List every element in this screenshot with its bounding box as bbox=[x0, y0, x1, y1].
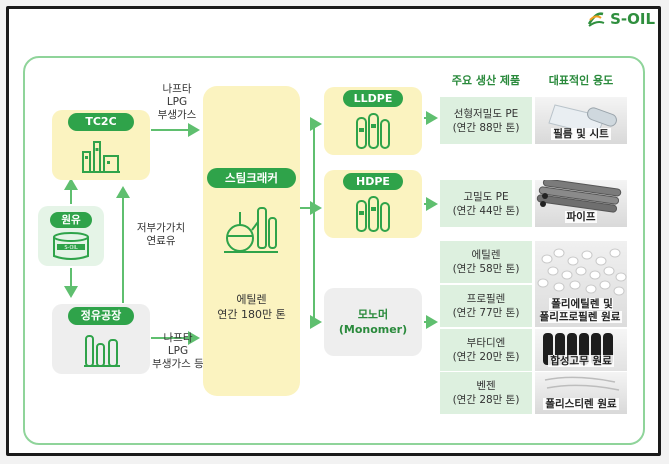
monomer-label: 모노머 (Monomer) bbox=[338, 308, 408, 336]
refinery-icon bbox=[84, 335, 120, 367]
brand-logo: S-OIL bbox=[586, 10, 655, 28]
product-hdpe: 고밀도 PE (연간 44만 톤) bbox=[440, 180, 532, 227]
uses-header: 대표적인 용도 bbox=[548, 74, 614, 87]
monomer-box bbox=[324, 288, 422, 356]
use-pellets: 폴리에틸렌 및 폴리프로필렌 원료 bbox=[535, 241, 627, 327]
film-roll-icon bbox=[548, 104, 617, 136]
product-propylene: 프로필렌 (연간 77만 톤) bbox=[440, 285, 532, 327]
refinery-label: 정유공장 bbox=[68, 307, 134, 325]
use-pipe-label: 파이프 bbox=[564, 211, 598, 223]
use-polystyrene: 폴리스티렌 원료 bbox=[535, 372, 627, 414]
product-ethylene: 에틸렌 (연간 58만 톤) bbox=[440, 241, 532, 283]
polystyrene-icon bbox=[544, 376, 620, 391]
diagram-panel bbox=[23, 56, 645, 445]
lldpe-tank-icon bbox=[356, 113, 390, 149]
use-polystyrene-label: 폴리스티렌 원료 bbox=[543, 398, 619, 410]
feed-top-label: 나프타 LPG 부생가스 bbox=[157, 83, 197, 121]
crude-label: 원유 bbox=[50, 212, 92, 228]
use-rubber-label: 합성고무 원료 bbox=[548, 355, 614, 367]
svg-text:S-OIL: S-OIL bbox=[64, 245, 78, 251]
tc2c-label: TC2C bbox=[68, 113, 134, 131]
product-butadiene: 부타디엔 (연간 20만 톤) bbox=[440, 329, 532, 371]
use-film-label: 필름 및 시트 bbox=[551, 128, 611, 140]
use-pipe: 파이프 bbox=[535, 180, 627, 227]
product-lldpe: 선형저밀도 PE (연간 88만 톤) bbox=[440, 97, 532, 144]
s-oil-logo-icon bbox=[587, 12, 605, 27]
feed-bottom-label: 나프타 LPG 부생가스 등 bbox=[152, 332, 204, 370]
lldpe-label: LLDPE bbox=[343, 90, 403, 107]
oil-tank-icon: S-OIL bbox=[53, 232, 89, 260]
arrow-cracker-to-lldpe bbox=[300, 117, 322, 209]
pipe-icon bbox=[536, 180, 622, 213]
brand-name: S-OIL bbox=[610, 10, 655, 28]
use-film-sheet: 필름 및 시트 bbox=[535, 97, 627, 144]
pellets-icon bbox=[537, 248, 627, 296]
hdpe-label: HDPE bbox=[343, 173, 403, 190]
distillation-icon bbox=[224, 207, 278, 253]
factory-icon bbox=[82, 141, 120, 173]
steam-cracker-box bbox=[203, 86, 300, 396]
product-benzene: 벤젠 (연간 28만 톤) bbox=[440, 372, 532, 414]
use-pellets-label: 폴리에틸렌 및 폴리프로필렌 원료 bbox=[539, 298, 623, 323]
cracker-output-label: 에틸렌 연간 180만 톤 bbox=[217, 293, 286, 321]
arrow-cracker-to-monomer bbox=[310, 208, 322, 329]
use-rubber: 합성고무 원료 bbox=[535, 329, 627, 371]
hdpe-tank-icon bbox=[356, 196, 390, 232]
feed-middle-label: 저부가가치 연료유 bbox=[136, 222, 186, 247]
steam-cracker-title: 스팀크래커 bbox=[207, 168, 296, 188]
products-header: 주요 생산 제품 bbox=[451, 74, 521, 87]
